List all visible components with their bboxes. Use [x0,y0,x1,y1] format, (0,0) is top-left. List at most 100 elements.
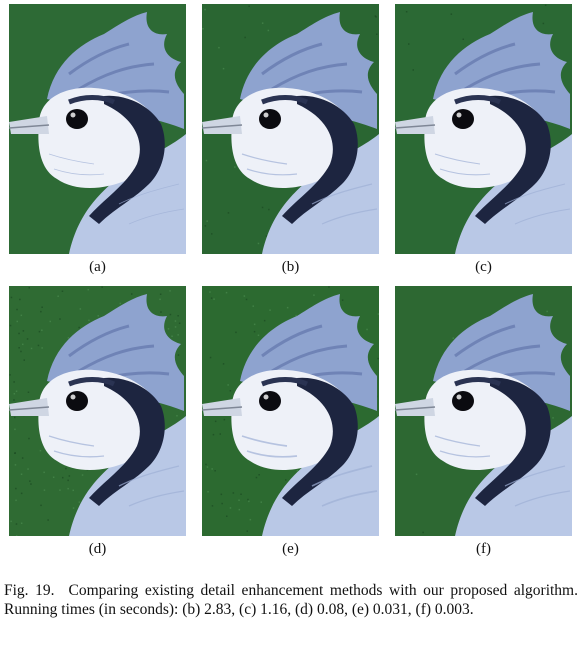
grain-speck [61,290,64,292]
panel-image [9,286,186,536]
grain-speck [18,347,20,349]
grain-speck [376,33,378,35]
grain-speck [178,322,181,324]
grain-speck [52,476,55,478]
grain-speck [221,502,223,505]
grain-speck [374,15,377,17]
grain-speck [244,36,246,39]
grain-speck [30,483,32,485]
grain-speck [204,225,207,227]
grain-speck [265,235,268,237]
grain-speck [238,499,240,501]
grain-speck [286,306,289,309]
grain-speck [20,314,23,317]
grain-speck [169,290,171,292]
grain-speck [174,320,177,322]
grain-speck [15,523,18,525]
grain-speck [202,28,204,30]
grain-speck [171,335,173,337]
grain-speck [20,473,23,475]
grain-speck [544,4,547,6]
grain-speck [13,399,15,401]
grain-speck [10,296,13,299]
grain-speck [248,500,250,503]
grain-speck [176,415,178,417]
grain-speck [261,206,264,209]
caption-text: Comparing existing detail enhancement me… [4,582,578,618]
grain-speck [206,466,209,468]
grain-speck [78,501,81,503]
grain-speck [223,418,226,421]
grain-speck [28,287,30,289]
bird-image [202,4,379,254]
panel-image [202,4,379,254]
grain-speck [218,46,220,49]
grain-speck [210,297,213,299]
grain-speck [21,457,24,459]
panel-label: (d) [88,541,107,557]
grain-speck [211,233,213,235]
grain-speck [40,504,42,507]
panel-b: (b) [202,4,379,275]
grain-speck [222,363,225,365]
panel-label: (e) [282,541,299,557]
grain-speck [14,428,16,431]
grain-speck [225,291,228,294]
bird-image [395,4,572,254]
bird-image [395,286,572,536]
grain-speck [177,315,179,317]
grain-speck [212,433,215,436]
grain-speck [296,469,298,472]
grain-speck [49,320,51,323]
grain-speck [13,381,15,383]
grain-speck [15,499,17,502]
grain-speck [57,295,59,297]
grain-speck [268,208,270,211]
grain-speck [167,328,170,330]
grain-speck [22,330,25,332]
grain-speck [159,298,161,301]
grain-speck [240,493,242,495]
figure-caption: Fig. 19.Comparing existing detail enhanc… [4,581,578,619]
grain-speck [229,507,232,509]
grain-speck [13,393,16,395]
grain-speck [450,13,453,15]
grain-speck [78,326,80,329]
grain-speck [213,298,215,300]
grain-speck [227,384,229,386]
grain-speck [234,166,236,168]
panel-image [395,4,572,254]
grain-speck [247,498,249,501]
grain-speck [377,357,379,360]
grain-speck [232,492,235,494]
grain-speck [211,505,214,507]
grain-speck [79,308,82,310]
grain-speck [30,347,33,350]
grain-speck [37,344,40,347]
grain-speck [462,38,464,40]
grain-speck [452,337,454,339]
grain-speck [377,313,379,315]
grain-speck [238,508,241,511]
grain-speck [23,359,25,361]
grain-speck [205,159,208,162]
panel-label: (a) [89,259,106,275]
bird-image [9,4,186,254]
grain-speck [260,501,262,503]
grain-speck [15,535,18,536]
grain-speck [20,350,22,353]
panel-a: (a) [9,4,186,275]
grain-speck [67,487,69,490]
grain-speck [415,473,418,476]
grain-speck [253,330,256,333]
grain-speck [40,310,42,313]
grain-speck [28,437,30,440]
grain-speck [542,22,545,25]
grain-speck [169,313,172,316]
grain-speck [160,311,162,313]
grain-speck [65,467,67,470]
grain-speck [27,391,30,393]
grain-speck [15,487,17,490]
grain-speck [43,471,45,474]
panel-label: (f) [476,541,491,557]
